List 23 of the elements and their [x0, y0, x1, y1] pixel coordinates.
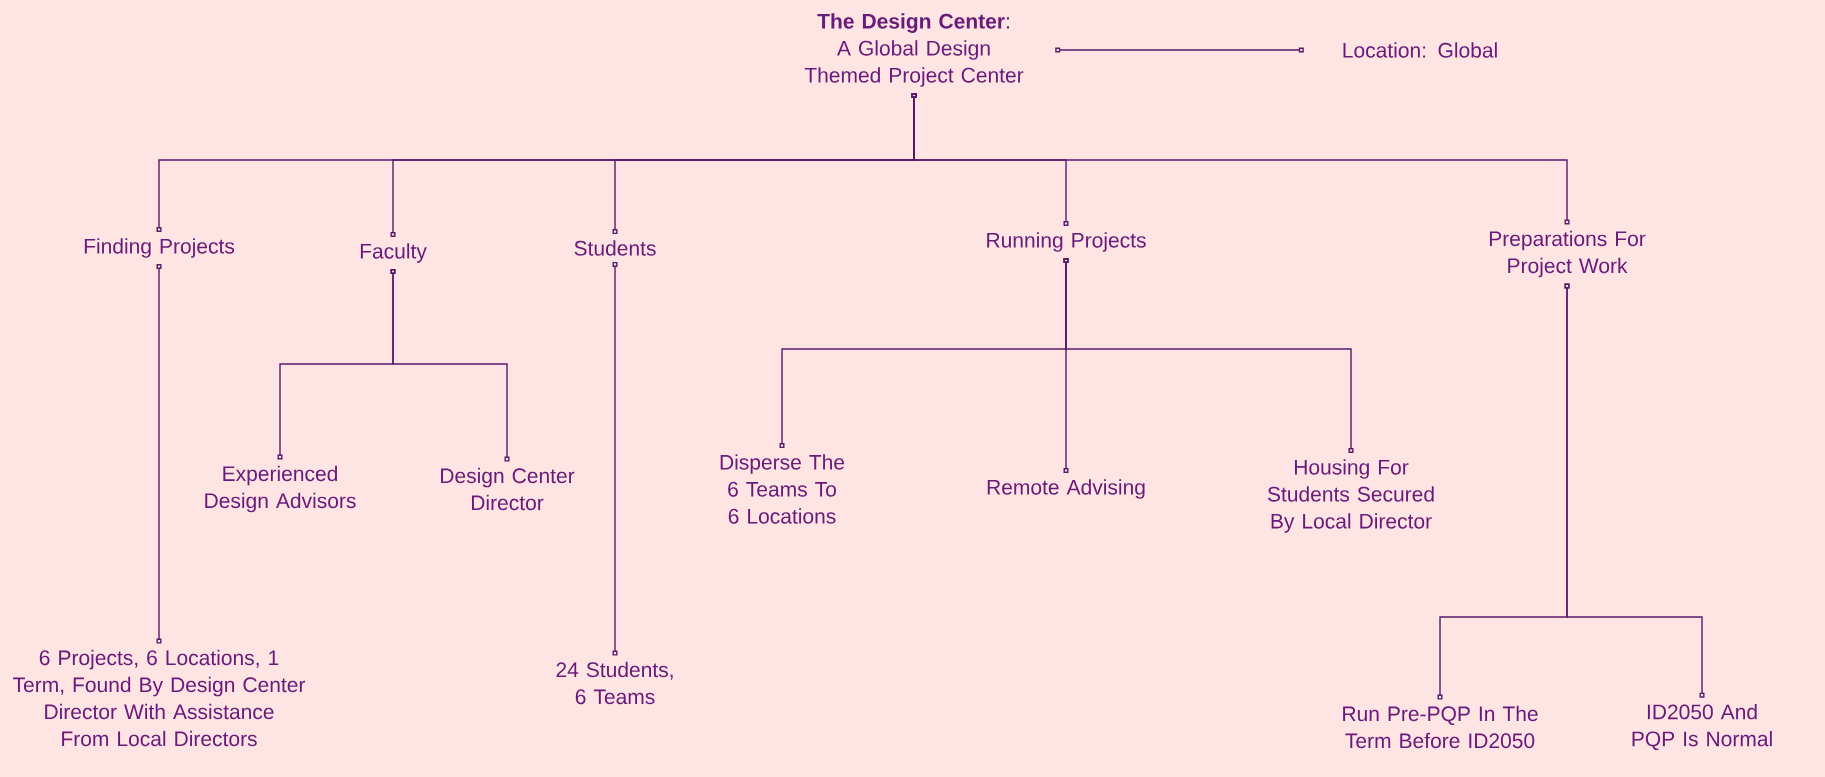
node-label: Run Pre-PQP In The Term Before ID2050: [1343, 705, 1538, 749]
node-label: Finding Projects: [84, 238, 235, 258]
connector: [1063, 258, 1354, 453]
node-label: Students: [574, 240, 656, 256]
node-label: Preparations For Project Work: [1489, 230, 1646, 278]
node-label: Design Center Director: [441, 467, 575, 511]
connector: [390, 269, 510, 462]
node-label: Experienced Design Advisors: [205, 465, 356, 513]
node-label: Remote Advising: [987, 479, 1145, 499]
connector: [911, 93, 1570, 225]
node-label: 24 Students, 6 Teams: [556, 661, 673, 705]
node-label: Disperse The 6 Teams To 6 Locations: [720, 454, 845, 524]
connector: [612, 261, 618, 656]
node-label: Running Projects: [987, 232, 1146, 252]
connector: [156, 264, 162, 644]
node-label: Location: Global: [1343, 42, 1497, 58]
connector: [1055, 47, 1304, 53]
node-label: ID2050 And PQP Is Normal: [1632, 703, 1772, 751]
node-label: 6 Projects, 6 Locations, 1 Term, Found By Design Center Director With Assistance From Local Directors: [13, 649, 306, 747]
node-label: Housing For Students Secured By Local Director: [1267, 459, 1434, 533]
node-label: The Design Center: A Global Design Themed Project Center: [804, 13, 1024, 87]
node-label: Faculty: [360, 243, 427, 263]
connector: [1564, 283, 1705, 698]
